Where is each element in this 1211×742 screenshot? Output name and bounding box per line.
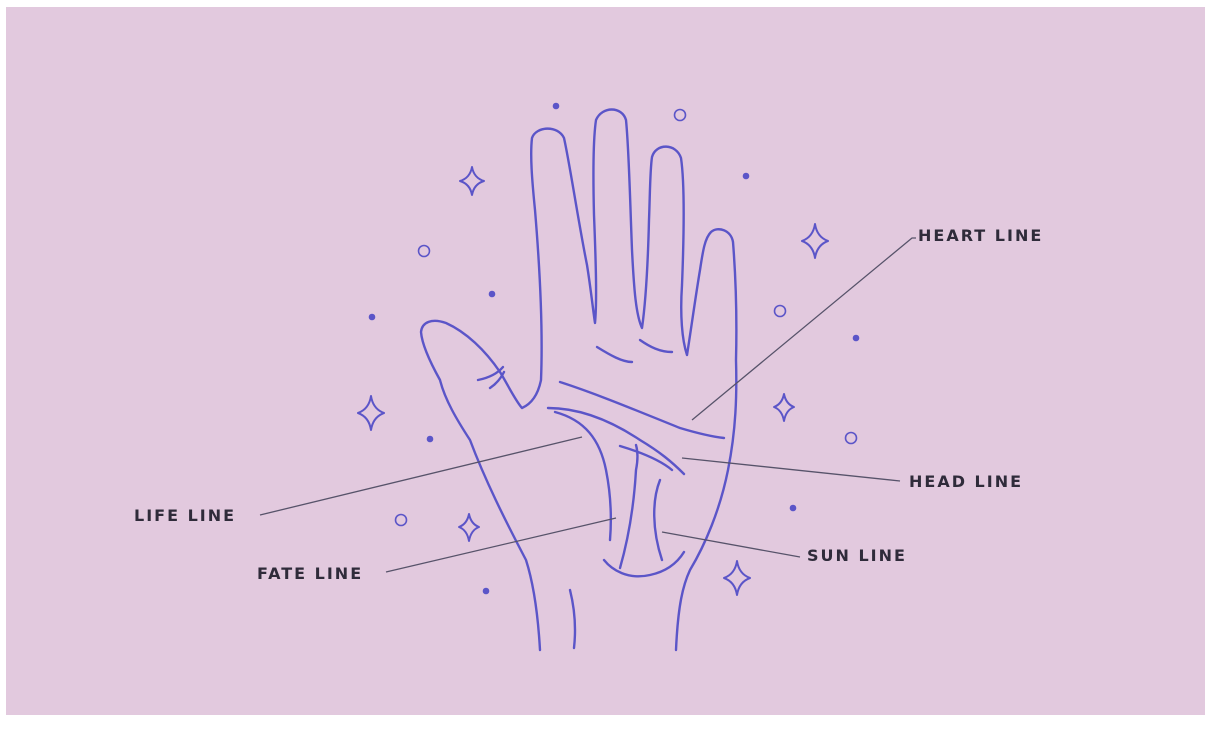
fate-line-label: FATE LINE <box>257 564 363 584</box>
dot-icon <box>743 173 750 180</box>
sparkle-icon <box>460 167 484 195</box>
sparkle-icon <box>774 394 794 421</box>
life-line-leader <box>260 437 582 515</box>
hand-illustration <box>421 110 736 651</box>
wrist-inner-left <box>570 590 575 648</box>
heart-line-palm <box>560 382 724 438</box>
sparkles <box>358 167 828 595</box>
sparkle-icon <box>459 514 479 541</box>
hand-outline <box>421 110 736 651</box>
sparkle-icon <box>802 224 828 258</box>
ring-icon <box>846 433 857 444</box>
ring-icon <box>396 515 407 526</box>
dots <box>369 103 860 595</box>
head-line-leader <box>682 458 900 481</box>
dot-icon <box>369 314 376 321</box>
finger-base-crease-2 <box>640 340 672 352</box>
ring-icon <box>419 246 430 257</box>
heart-line-label: HEART LINE <box>918 226 1043 246</box>
dot-icon <box>553 103 560 110</box>
dot-icon <box>427 436 434 443</box>
ring-icon <box>775 306 786 317</box>
sun-line-label: SUN LINE <box>807 546 907 566</box>
fate-line-palm <box>620 445 638 568</box>
sun-line-palm <box>654 480 662 560</box>
head-line-label: HEAD LINE <box>909 472 1023 492</box>
palm-base-curve <box>604 552 684 576</box>
heart-line-leader <box>692 238 916 420</box>
ring-icon <box>675 110 686 121</box>
rings <box>396 110 857 526</box>
fate-line-leader <box>386 518 616 572</box>
finger-base-crease-1 <box>597 347 632 362</box>
sparkle-icon <box>358 396 384 430</box>
dot-icon <box>489 291 496 298</box>
sparkle-icon <box>724 561 750 595</box>
dot-icon <box>790 505 797 512</box>
leader-lines <box>260 238 916 572</box>
dot-icon <box>483 588 490 595</box>
dot-icon <box>853 335 860 342</box>
life-line-label: LIFE LINE <box>134 506 236 526</box>
